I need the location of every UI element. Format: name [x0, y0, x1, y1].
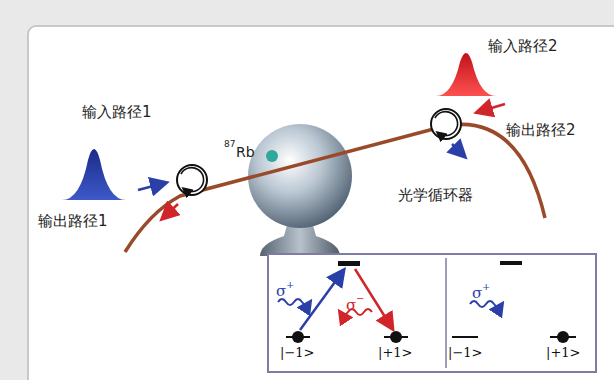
state-label: |+1>	[378, 346, 412, 360]
polarization-label: σ	[276, 283, 286, 300]
polarization-label: σ	[346, 297, 356, 314]
state-label: |+1>	[546, 346, 580, 360]
circulator-label: 光学循环器	[398, 187, 473, 204]
polarization-sign: −	[356, 293, 364, 304]
state-label: |−1>	[448, 346, 482, 360]
path-label: 输出路径2	[506, 122, 576, 139]
polarization-label: σ	[472, 285, 482, 302]
atom-mass: 87	[224, 140, 235, 150]
polarization-sign: +	[286, 279, 294, 290]
path-label: 输出路径1	[38, 213, 108, 230]
state-label: |−1>	[280, 346, 314, 360]
polarization-sign: +	[482, 281, 490, 292]
path-label: 输入路径1	[82, 104, 152, 121]
atom-label: Rb	[236, 145, 255, 160]
path-label: 输入路径2	[488, 38, 558, 55]
